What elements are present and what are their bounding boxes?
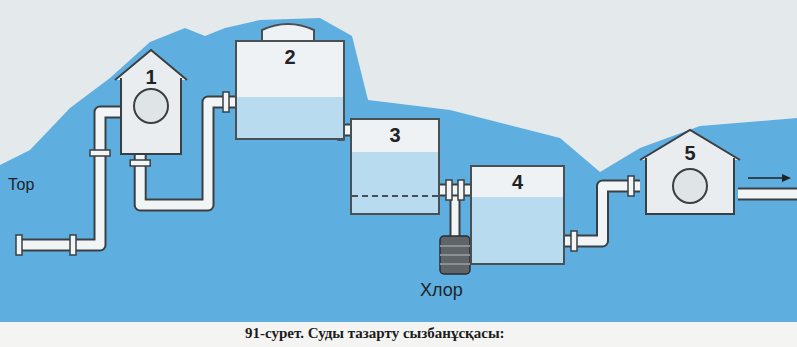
pump-house: 5 <box>640 128 740 214</box>
pipe-flange <box>458 180 464 200</box>
treatment-tank: 2 <box>235 40 345 140</box>
treatment-tank: 3 <box>350 118 440 215</box>
pump-symbol <box>134 89 168 123</box>
callout-number: 1 <box>115 66 187 88</box>
figure-caption: 91-сурет. Суды тазарту сызбанұсқасы: <box>245 325 505 342</box>
pipe-flange <box>130 160 150 166</box>
pipe-flange <box>223 92 229 112</box>
pipe-flange <box>571 231 577 251</box>
grid-label: Тор <box>8 176 34 194</box>
outlet-pipe <box>738 174 797 194</box>
treatment-tank: 4 <box>470 165 565 265</box>
callout-number: 4 <box>472 171 563 193</box>
water-pipe <box>440 180 470 200</box>
house-outline <box>640 128 740 214</box>
pump-house: 1 <box>115 48 187 154</box>
pipe-flange <box>628 176 634 196</box>
callout-number: 5 <box>640 142 740 164</box>
chlorine-label: Хлор <box>420 280 463 301</box>
callout-number: 2 <box>237 46 343 68</box>
house-outline <box>115 48 187 154</box>
ground-area <box>0 18 797 322</box>
caption-band <box>0 322 797 347</box>
pipe-flange <box>446 180 452 200</box>
chlorine-feeder <box>440 196 470 274</box>
filter-layer <box>352 195 438 197</box>
pump-symbol <box>673 169 707 203</box>
callout-number: 3 <box>352 124 438 146</box>
water-pipe <box>565 176 640 251</box>
